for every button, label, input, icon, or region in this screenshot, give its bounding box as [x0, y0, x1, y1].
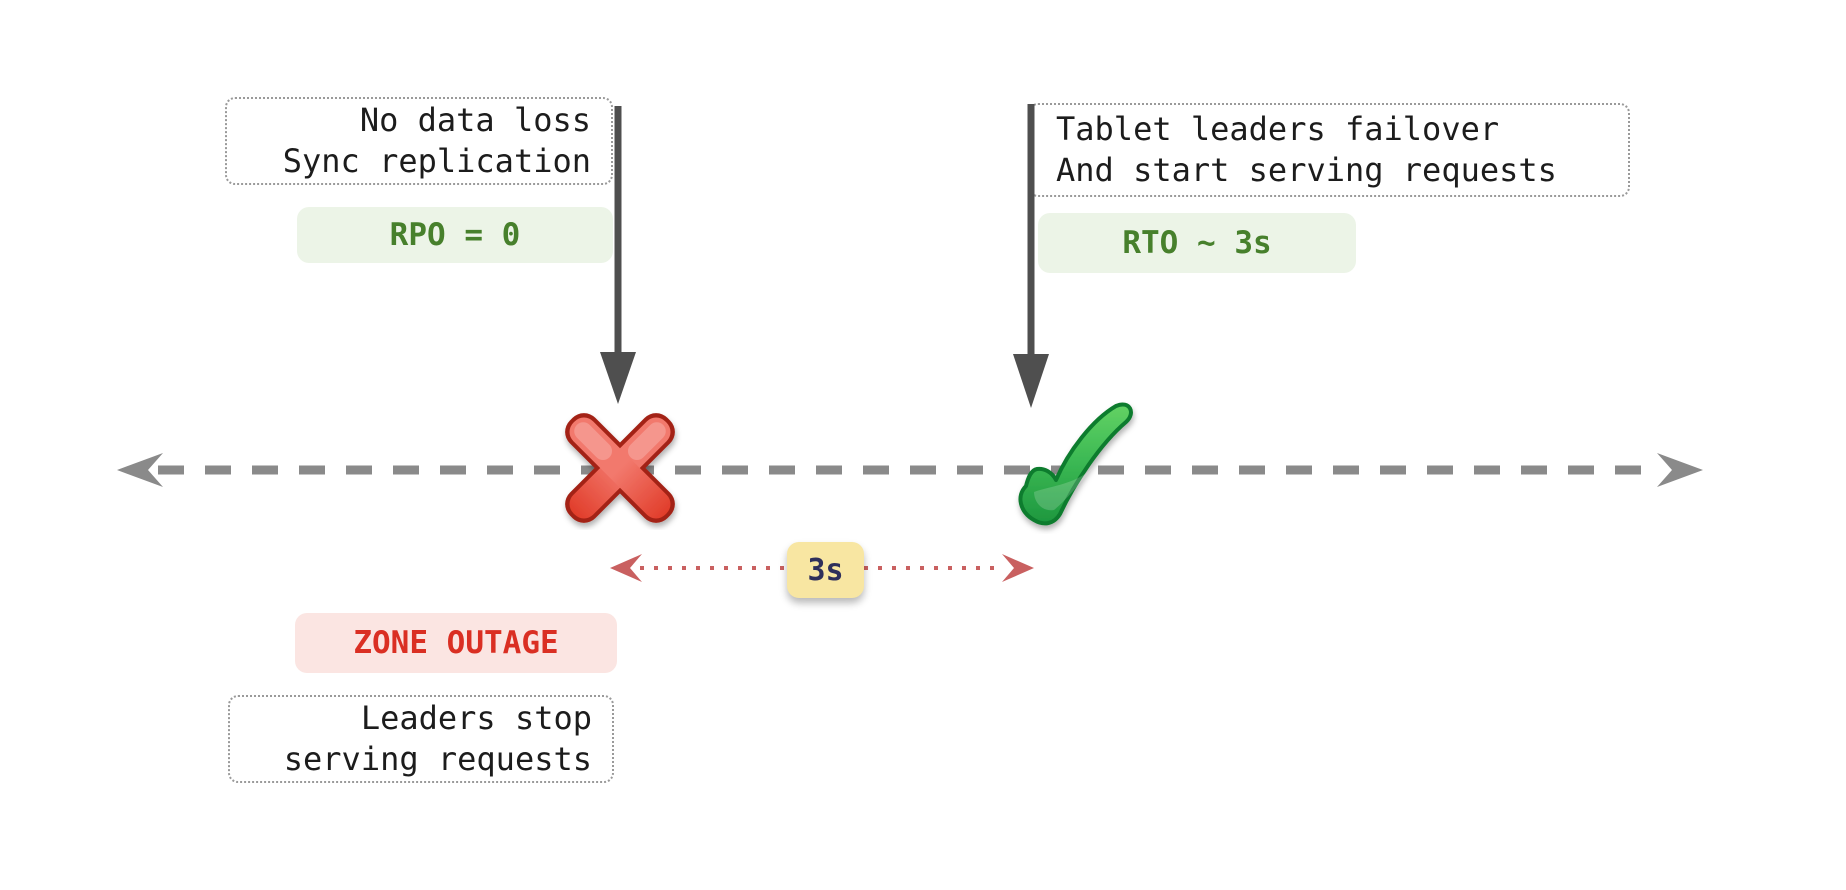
outage-note-line2: serving requests — [283, 740, 592, 778]
recovery-pointer-arrow-icon — [1013, 104, 1049, 408]
gap-duration-badge: 3s — [787, 542, 864, 598]
check-mark-icon — [1018, 402, 1133, 526]
zone-outage-badge: ZONE OUTAGE — [295, 613, 617, 673]
failover-note-line2: And start serving requests — [1056, 151, 1557, 189]
sync-note-line2: Sync replication — [282, 142, 591, 180]
rpo-badge: RPO = 0 — [297, 207, 613, 263]
outage-note-line1: Leaders stop — [360, 699, 592, 737]
sync-note-line1: No data loss — [359, 101, 591, 139]
failover-note: Tablet leaders failover And start servin… — [1028, 103, 1630, 197]
sync-replication-note: No data loss Sync replication — [225, 97, 613, 185]
leaders-stop-note: Leaders stop serving requests — [228, 695, 614, 783]
cross-mark-icon — [565, 413, 675, 523]
timeline-right-arrowhead-icon — [1657, 453, 1703, 487]
timeline-axis — [117, 453, 1703, 487]
outage-pointer-arrow-icon — [600, 106, 636, 404]
rto-badge: RTO ~ 3s — [1038, 213, 1356, 273]
timeline-left-arrowhead-icon — [117, 453, 163, 487]
failover-note-line1: Tablet leaders failover — [1056, 110, 1500, 148]
